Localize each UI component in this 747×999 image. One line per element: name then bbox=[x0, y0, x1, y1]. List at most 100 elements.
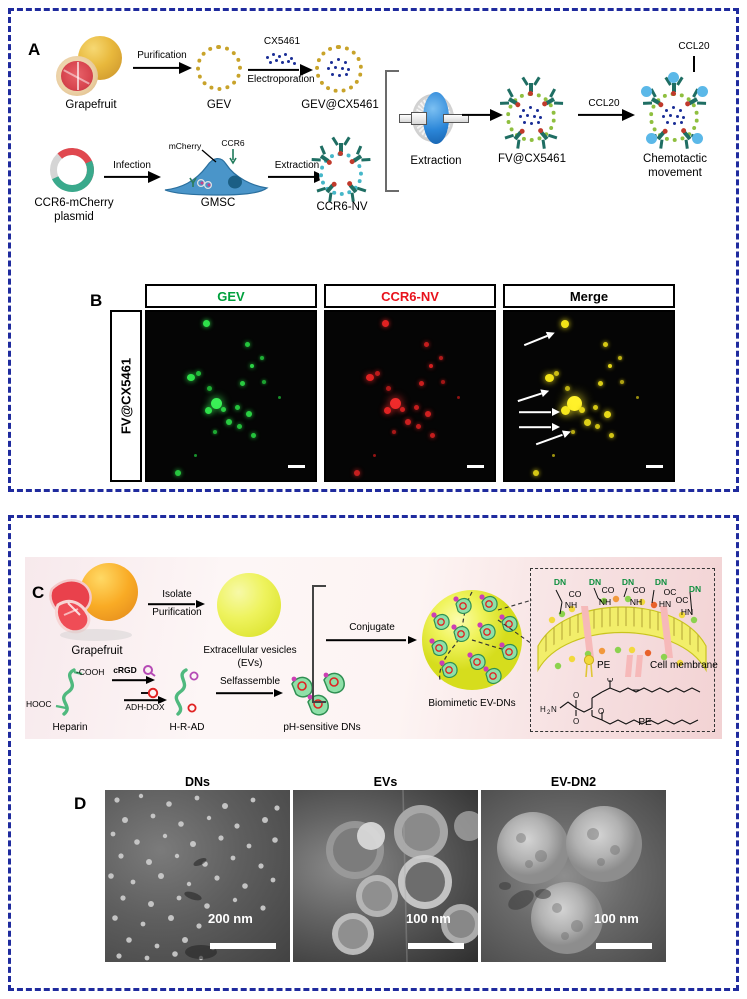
crgd-icon bbox=[143, 665, 156, 677]
conjugate-bracket bbox=[312, 585, 326, 703]
panel-b-image-merge bbox=[503, 310, 675, 482]
grapefruit-label-c: Grapefruit bbox=[71, 645, 123, 657]
inset-amide-label-2: NH bbox=[598, 597, 612, 607]
inset-dn-label-1: DN bbox=[553, 577, 567, 587]
panel-b-header-ccr6nv: CCR6-NV bbox=[324, 284, 496, 308]
ccr6-pointer-lines bbox=[201, 149, 237, 165]
biomimetic-ev-dn-sphere bbox=[422, 590, 522, 690]
merge-arrow-1 bbox=[523, 328, 557, 346]
panel-d-title-dns: DNs bbox=[184, 775, 210, 789]
merge-bracket bbox=[385, 70, 399, 192]
selfassemble-label: Selfassemble bbox=[219, 676, 281, 687]
panel-b-header-gev: GEV bbox=[145, 284, 317, 308]
adh-dox-label: ADH-DOX bbox=[125, 702, 165, 712]
panel-cd-frame bbox=[8, 515, 739, 991]
gev-cx5461-label: GEV@CX5461 bbox=[301, 99, 379, 111]
panel-c-letter: C bbox=[32, 583, 45, 602]
panel-b-row-label: FV@CX5461 bbox=[118, 357, 134, 435]
fv-cx5461-payload bbox=[519, 106, 543, 128]
membrane-protein-icon bbox=[625, 655, 643, 677]
panel-a-letter: A bbox=[28, 40, 41, 59]
gev-label: GEV bbox=[206, 99, 232, 111]
panel-b-letter: B bbox=[90, 291, 103, 310]
conjugate-label: Conjugate bbox=[349, 622, 395, 633]
h-r-ad-label: H-R-AD bbox=[169, 722, 205, 733]
membrane-inset-box bbox=[530, 568, 715, 732]
gev-cx5461-vesicle bbox=[315, 45, 363, 93]
panel-d-title-evdn2: EV-DN2 bbox=[550, 775, 597, 789]
merge-arrow-2 bbox=[517, 386, 551, 402]
svg-text:O: O bbox=[607, 678, 613, 684]
inset-amide-label-3: NH bbox=[629, 597, 643, 607]
h-r-ad-molecule bbox=[174, 668, 199, 716]
svg-text:2: 2 bbox=[547, 710, 551, 716]
heparin-molecule bbox=[55, 668, 83, 716]
ccl20-leader-line bbox=[693, 56, 695, 72]
chemotactic-label-line1: Chemotactic bbox=[643, 153, 707, 165]
pe-legend-label: PE bbox=[597, 660, 611, 671]
syringe-filter bbox=[399, 88, 471, 150]
inset-dn-label-5: DN bbox=[688, 584, 702, 594]
ccr6-mcherry-plasmid bbox=[43, 141, 101, 199]
panel-d-scale-label-evdn2: 100 nm bbox=[594, 911, 639, 926]
gev-cx5461-payload bbox=[327, 58, 351, 80]
svg-text:O: O bbox=[573, 717, 579, 726]
panel-d-scalebar-dns bbox=[210, 943, 276, 949]
panel-c-background bbox=[25, 557, 722, 739]
inset-bond-label-1: CO bbox=[568, 589, 582, 599]
inset-leader-lines bbox=[497, 599, 533, 645]
chemotactic-payload bbox=[662, 106, 686, 128]
panel-ab-frame bbox=[8, 8, 739, 492]
inset-bond-label-5: OC bbox=[675, 595, 689, 605]
gev-vesicle bbox=[196, 45, 242, 91]
inset-amide-label-1: NH bbox=[564, 600, 578, 610]
ev-label-line2: (EVs) bbox=[237, 658, 263, 669]
ccl20-step-label: CCL20 bbox=[588, 98, 620, 109]
grapefruit-illustration-c bbox=[48, 563, 143, 643]
pe-lipid-icon bbox=[583, 655, 595, 678]
heparin-cooh-top: -COOH bbox=[76, 667, 105, 677]
purification-label: Purification bbox=[137, 50, 187, 61]
ph-sensitive-dns-label: pH-sensitive DNs bbox=[283, 722, 361, 733]
panel-b-image-ccr6nv bbox=[324, 310, 496, 482]
gmsc-label: GMSC bbox=[200, 197, 236, 209]
inset-bond-label-3: CO bbox=[632, 585, 646, 595]
fv-cx5461-label: FV@CX5461 bbox=[498, 153, 566, 165]
scalebar-merge bbox=[646, 465, 663, 468]
heparin-label: Heparin bbox=[52, 722, 88, 733]
heparin-cooh-left: HOOC bbox=[26, 699, 52, 709]
scalebar-ccr6nv bbox=[467, 465, 484, 468]
panel-d-scale-label-evs: 100 nm bbox=[406, 911, 451, 926]
panel-d-scalebar-evs bbox=[408, 943, 464, 949]
svg-text:O: O bbox=[598, 707, 604, 716]
panel-d-letter: D bbox=[74, 794, 87, 813]
inset-dn-label-2: DN bbox=[588, 577, 602, 587]
mcherry-label: mCherry bbox=[168, 141, 202, 151]
svg-text:H: H bbox=[540, 705, 546, 714]
panel-d-image-evdn2 bbox=[481, 790, 666, 962]
inset-dn-label-3: DN bbox=[621, 577, 635, 587]
plasmid-label-line1: CCR6-mCherry bbox=[34, 197, 114, 209]
ev-label-line1: Extracellular vesicles bbox=[203, 645, 297, 656]
panel-d-scalebar-evdn2 bbox=[596, 943, 652, 949]
biomimetic-ev-dns-label: Biomimetic EV-DNs bbox=[428, 698, 516, 709]
panel-b-header-merge-text: Merge bbox=[569, 288, 609, 304]
cx5461-label: CX5461 bbox=[263, 36, 301, 47]
ccr6-label: CCR6 bbox=[221, 138, 245, 148]
inset-amide-label-4: HN bbox=[658, 599, 672, 609]
infection-label: Infection bbox=[113, 160, 151, 171]
svg-text:O: O bbox=[573, 691, 579, 700]
panel-d-image-dns bbox=[105, 790, 290, 962]
grapefruit-illustration-a bbox=[56, 36, 124, 96]
inset-bond-label-4: OC bbox=[663, 587, 677, 597]
svg-text:N: N bbox=[551, 705, 557, 714]
inset-amide-label-5: HN bbox=[680, 607, 694, 617]
panel-d-image-evs bbox=[293, 790, 478, 962]
panel-b-header-gev-text: GEV bbox=[217, 288, 245, 304]
adh-dox-icon bbox=[141, 687, 159, 699]
panel-d-scale-label-dns: 200 nm bbox=[208, 911, 253, 926]
cell-membrane-legend-label: Cell membrane bbox=[650, 660, 718, 671]
plasmid-label-line2: plasmid bbox=[54, 211, 94, 223]
isolate-label: Isolate bbox=[162, 589, 192, 600]
